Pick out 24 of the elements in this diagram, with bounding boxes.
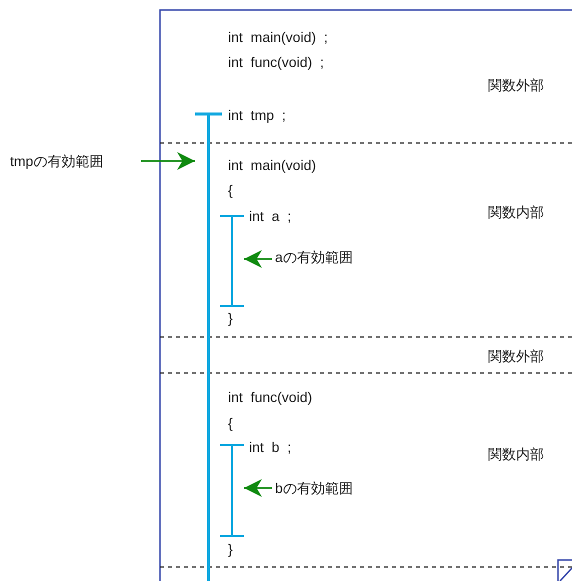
code-line: int tmp ; bbox=[228, 106, 286, 124]
code-line: } bbox=[228, 540, 233, 558]
scope-label: tmpの有効範囲 bbox=[10, 152, 104, 170]
code-line: { bbox=[228, 414, 233, 432]
scope-bar bbox=[195, 112, 222, 581]
scope-bar bbox=[220, 443, 244, 538]
code-line: } bbox=[228, 309, 233, 327]
region-label: 関数内部 bbox=[488, 445, 544, 463]
scope-label: bの有効範囲 bbox=[275, 479, 353, 497]
region-label: 関数外部 bbox=[488, 76, 544, 94]
code-line: int a ; bbox=[249, 207, 292, 225]
code-line: int main(void) ; bbox=[228, 28, 328, 46]
code-line: int main(void) bbox=[228, 156, 316, 174]
region-label: 関数外部 bbox=[488, 347, 544, 365]
code-line: int b ; bbox=[249, 438, 292, 456]
region-label: 関数内部 bbox=[488, 203, 544, 221]
arrow bbox=[141, 152, 195, 170]
arrow bbox=[244, 479, 272, 497]
arrow bbox=[244, 250, 272, 268]
code-line: int func(void) ; bbox=[228, 53, 324, 71]
scope-bar bbox=[220, 214, 244, 308]
code-line: int func(void) bbox=[228, 388, 312, 406]
code-line: { bbox=[228, 181, 233, 199]
scope-label: aの有効範囲 bbox=[275, 248, 353, 266]
